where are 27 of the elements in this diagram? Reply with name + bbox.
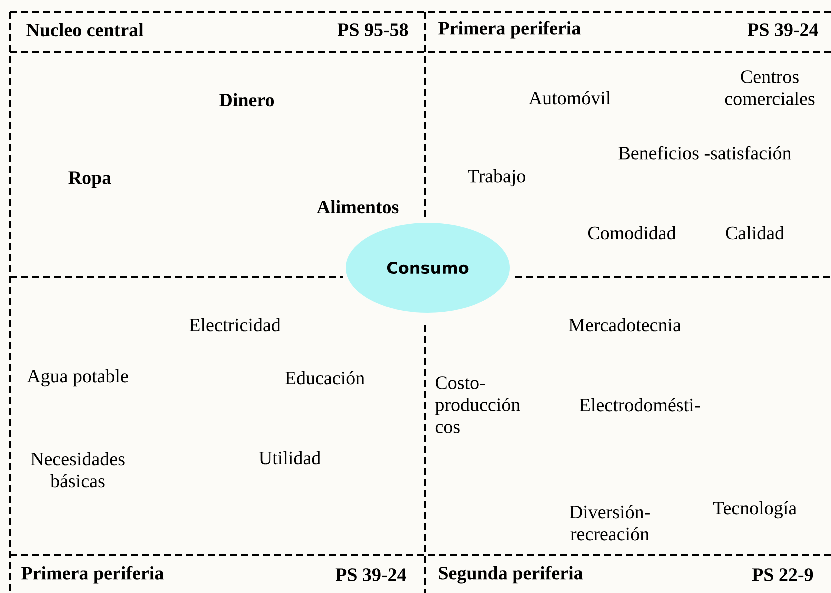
term-label: Educación	[285, 371, 365, 385]
quadrant-header: Nucleo central	[26, 23, 144, 37]
quadrant-header: PS 95-58	[338, 24, 408, 36]
term-label: Electricidad	[190, 318, 281, 332]
term-label: Alimentos	[317, 200, 399, 214]
quadrant-header: PS 39-24	[336, 568, 406, 582]
term-label: Utilidad	[259, 451, 321, 465]
term-label: Necesidades básicas	[31, 452, 125, 488]
term-label: Automóvil	[529, 91, 611, 105]
term-label: Comodidad	[588, 226, 676, 240]
term-label: Dinero	[220, 93, 274, 107]
term-label: Electrodomésti-	[580, 398, 700, 412]
quadrant-header: Segunda periferia	[439, 566, 584, 584]
term-label: Costo- producción cos	[436, 376, 520, 434]
term-label: Calidad	[726, 226, 784, 240]
term-label: Trabajo	[468, 169, 526, 187]
term-label: Diversión- recreación	[570, 505, 650, 541]
term-label: Tecnología	[713, 501, 797, 519]
term-label: Beneficios -satisfación	[618, 146, 792, 160]
quadrant-header: PS 22-9	[752, 568, 814, 582]
term-label: Mercadotecnia	[569, 318, 682, 332]
quadrant-header: Primera periferia	[438, 21, 581, 39]
quadrant-header: Primera periferia	[22, 566, 164, 584]
term-label: Centros comerciales	[725, 70, 815, 106]
term-label: Agua potable	[27, 369, 128, 387]
term-label: Ropa	[68, 172, 112, 188]
quadrant-header: PS 39-24	[748, 24, 818, 36]
